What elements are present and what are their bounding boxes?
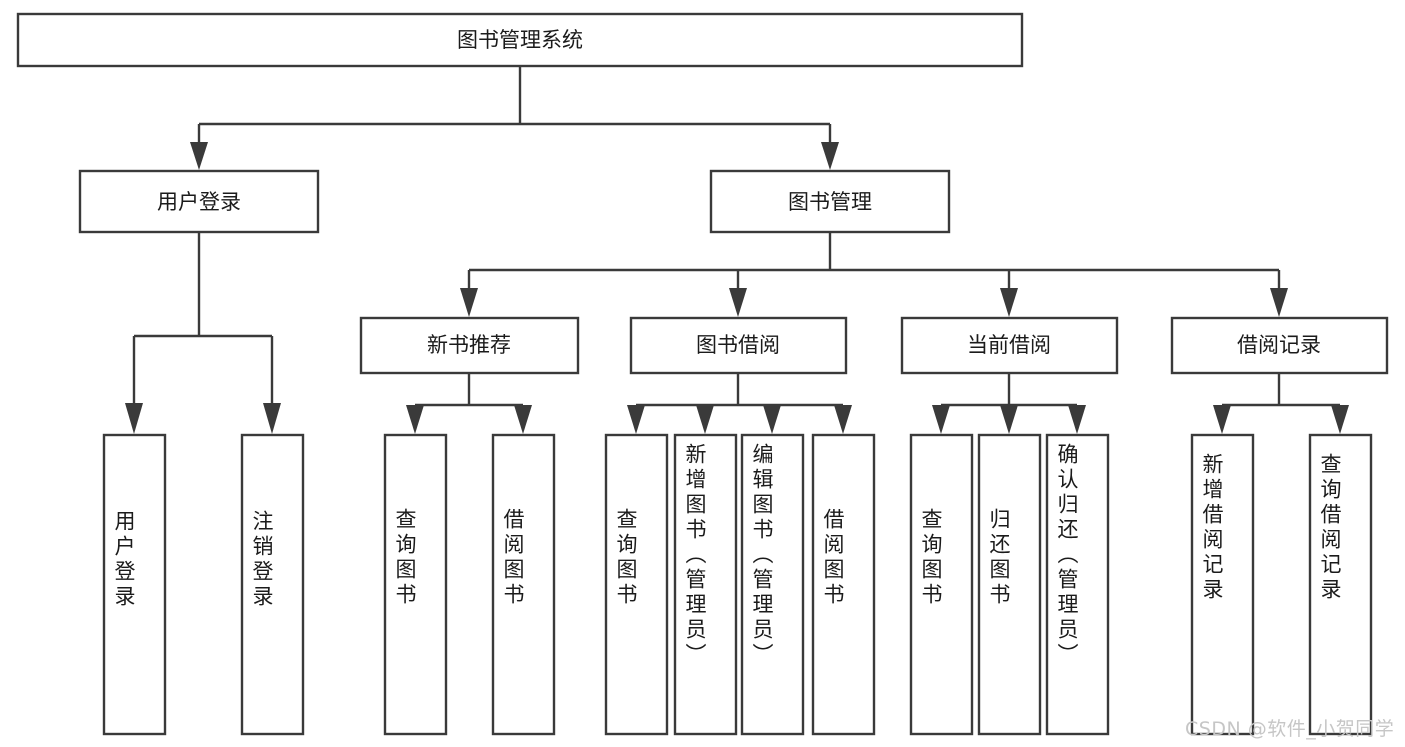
arrow-down-icon [834,405,852,434]
connector-new-book-recommend-to-leaves [406,373,532,434]
node-root-label: 图书管理系统 [457,28,583,52]
leaf-box-query-book-2[interactable] [604,433,669,736]
leaf-box-borrow-book-2[interactable] [811,433,876,736]
arrow-down-icon [1000,405,1018,434]
node-book-management-label: 图书管理 [788,190,872,214]
connector-borrow-record-to-leaves [1213,373,1349,434]
node-user-login-box[interactable] [78,169,320,234]
arrow-down-icon [1213,405,1231,434]
arrow-down-icon [125,403,143,434]
arrow-down-icon [763,405,781,434]
arrow-down-icon [932,405,950,434]
arrow-down-icon [1000,288,1018,317]
leaf-box-borrow-book-1[interactable] [491,433,556,736]
node-book-borrow-label: 图书借阅 [696,333,780,357]
arrow-down-icon [460,288,478,317]
node-current-borrow[interactable]: 当前借阅 [900,316,1119,375]
arrow-down-icon [406,405,424,434]
node-user-login-label: 用户登录 [157,190,241,214]
leaf-box-query-book-3[interactable] [909,433,974,736]
arrow-down-icon [190,142,208,170]
leaf-box-query-borrow-record[interactable] [1308,433,1373,736]
arrow-down-icon [729,288,747,317]
arrow-down-icon [627,405,645,434]
arrow-down-icon [1270,288,1288,317]
node-book-borrow[interactable]: 图书借阅 [629,316,848,375]
node-root[interactable]: 图书管理系统 [16,12,1024,68]
node-new-book-recommend-label: 新书推荐 [427,333,511,357]
node-current-borrow-label: 当前借阅 [967,333,1051,357]
leaf-box-query-book-1[interactable] [383,433,448,736]
node-borrow-record[interactable]: 借阅记录 [1170,316,1389,375]
leaf-box-confirm-return[interactable] [1045,433,1110,736]
connector-user-login-to-leaves [125,232,281,434]
node-new-book-recommend[interactable]: 新书推荐 [359,316,580,375]
node-current-borrow-box[interactable] [900,316,1119,375]
arrow-down-icon [821,142,839,170]
connector-current-borrow-to-leaves [932,373,1086,434]
leaf-box-add-borrow-record[interactable] [1190,433,1255,736]
connector-root-to-level2 [190,66,839,170]
node-root-box[interactable] [16,12,1024,68]
arrow-down-icon [514,405,532,434]
arrow-down-icon [696,405,714,434]
arrow-down-icon [1331,405,1349,434]
connector-book-borrow-to-leaves [627,373,852,434]
node-book-management[interactable]: 图书管理 [709,169,951,234]
leaf-box-edit-book[interactable] [740,433,805,736]
leaf-box-logout[interactable] [240,433,305,736]
csdn-watermark: CSDN @软件_小贺同学 [1185,718,1395,740]
node-user-login[interactable]: 用户登录 [78,169,320,234]
arrow-down-icon [1068,405,1086,434]
leaf-box-user-login[interactable] [102,433,167,736]
node-borrow-record-label: 借阅记录 [1237,333,1321,357]
leaf-box-return-book[interactable] [977,433,1042,736]
connector-book-management-to-level3 [460,232,1288,317]
arrow-down-icon [263,403,281,434]
node-new-book-recommend-box[interactable] [359,316,580,375]
leaf-box-add-book[interactable] [673,433,738,736]
